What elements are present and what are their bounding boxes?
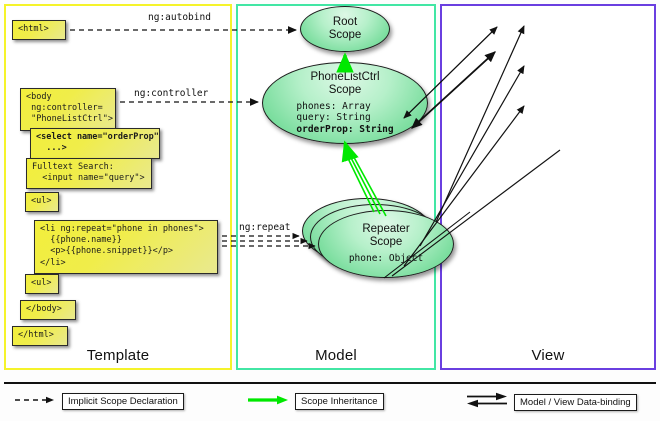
legend-divider	[4, 382, 656, 384]
code-box-html-close: </html>	[12, 326, 68, 347]
code-box-ul-open: <ul>	[25, 192, 59, 213]
wire-label-repeat: ng:repeat	[239, 222, 291, 233]
legend-model-view-data-binding: Model / View Data-binding	[466, 392, 637, 413]
wire-label-controller: ng:controller	[134, 88, 209, 99]
column-label-template: Template	[86, 347, 150, 364]
prop-phones: phones: Array	[296, 100, 371, 112]
legend-implicit-scope-declaration: Implicit Scope Declaration	[14, 392, 184, 410]
prop-orderprop: orderProp: String	[296, 123, 394, 135]
legend-label: Scope Inheritance	[295, 392, 384, 410]
legend-scope-inheritance: Scope Inheritance	[247, 392, 384, 410]
code-box-li-repeat: <li ng:repeat="phone in phones"> {{phone…	[34, 220, 218, 274]
dashed-arrow-icon	[14, 392, 56, 410]
code-box-ul-close: <ul>	[25, 274, 59, 295]
scope-repeater-props: phone: Object	[349, 253, 423, 265]
column-view: View	[440, 4, 656, 370]
code-box-search-input: Fulltext Search: <input name="query">	[26, 158, 152, 190]
legend-label: Implicit Scope Declaration	[62, 392, 184, 410]
code-box-html-open: <html>	[12, 20, 66, 41]
green-arrow-icon	[247, 392, 289, 410]
prop-phone: phone: Object	[348, 253, 424, 265]
legend-label: Model / View Data-binding	[514, 394, 637, 411]
code-box-select-tag: <select name="orderProp" ...>	[30, 128, 160, 160]
column-label-model: Model	[315, 347, 357, 364]
column-model: Model	[236, 4, 436, 370]
double-arrow-icon	[466, 392, 508, 413]
code-box-body-open: <body ng:controller= "PhoneListCtrl">	[20, 88, 116, 131]
prop-query: query: String	[296, 112, 371, 124]
wire-label-autobind: ng:autobind	[148, 12, 211, 23]
column-label-view: View	[531, 347, 565, 364]
code-box-body-close: </body>	[20, 300, 76, 321]
